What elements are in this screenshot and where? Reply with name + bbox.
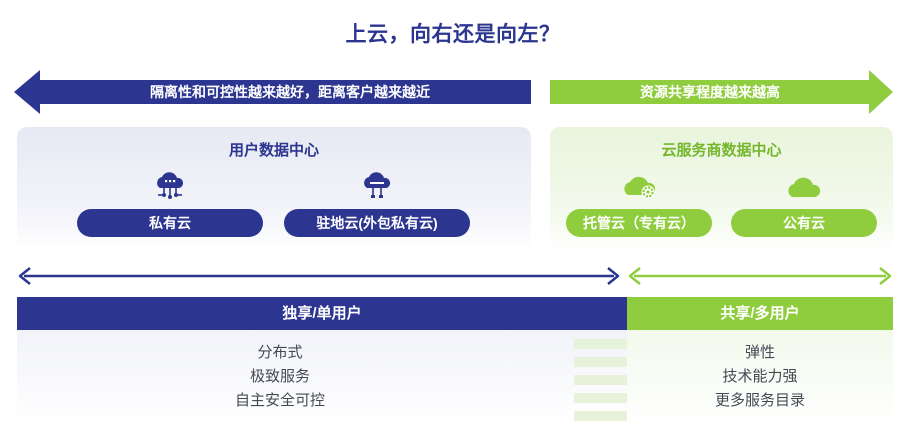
cloud-gear-icon: [624, 176, 656, 199]
left-double-arrow: [18, 267, 620, 285]
panel-title: 用户数据中心: [228, 142, 319, 159]
shared-body: [627, 330, 893, 425]
exclusive-feature-list: 分布式 极致服务 自主安全可控: [17, 341, 543, 413]
shared-feature-list: 弹性 技术能力强 更多服务目录: [627, 341, 893, 413]
transition-stripe: [574, 339, 627, 349]
left-arrow-text: 隔离性和可控性越来越好，距离客户越来越近: [150, 84, 430, 100]
feature-item: 自主安全可控: [234, 392, 325, 409]
page-title: 上云，向右还是向左？: [345, 23, 561, 46]
feature-item: 分布式: [257, 344, 303, 361]
cloud-icon: [788, 177, 821, 197]
shared-header: 共享/多用户: [627, 297, 893, 330]
exclusive-body: [17, 330, 627, 425]
feature-item: 技术能力强: [722, 368, 798, 385]
transition-stripe: [574, 375, 627, 385]
managed-cloud-pill: 托管云（专有云）: [566, 209, 712, 237]
transition-stripe: [574, 357, 627, 367]
provider-datacenter-panel: 云服务商数据中心 托管云（专有云） 公有云: [550, 127, 893, 251]
feature-item: 弹性: [744, 344, 775, 361]
left-big-arrow: [14, 70, 531, 114]
feature-item: 更多服务目录: [714, 392, 805, 409]
panel-title: 云服务商数据中心: [661, 142, 782, 159]
right-big-arrow: [550, 70, 893, 114]
exclusive-header: 独享/单用户: [17, 297, 627, 330]
right-double-arrow: [628, 267, 892, 285]
feature-item: 极致服务: [249, 368, 310, 385]
user-datacenter-panel: 用户数据中心 私有云 驻地云(外包私有云): [17, 127, 531, 251]
cloud-network-icon: [157, 172, 184, 199]
onsite-cloud-pill: 驻地云(外包私有云): [284, 209, 470, 237]
right-arrow-text: 资源共享程度越来越高: [640, 84, 780, 100]
public-cloud-pill: 公有云: [731, 209, 877, 237]
transition-stripe: [574, 393, 627, 403]
transition-stripe: [574, 411, 627, 421]
cloud-server-icon: [364, 172, 391, 198]
private-cloud-pill: 私有云: [77, 209, 263, 237]
